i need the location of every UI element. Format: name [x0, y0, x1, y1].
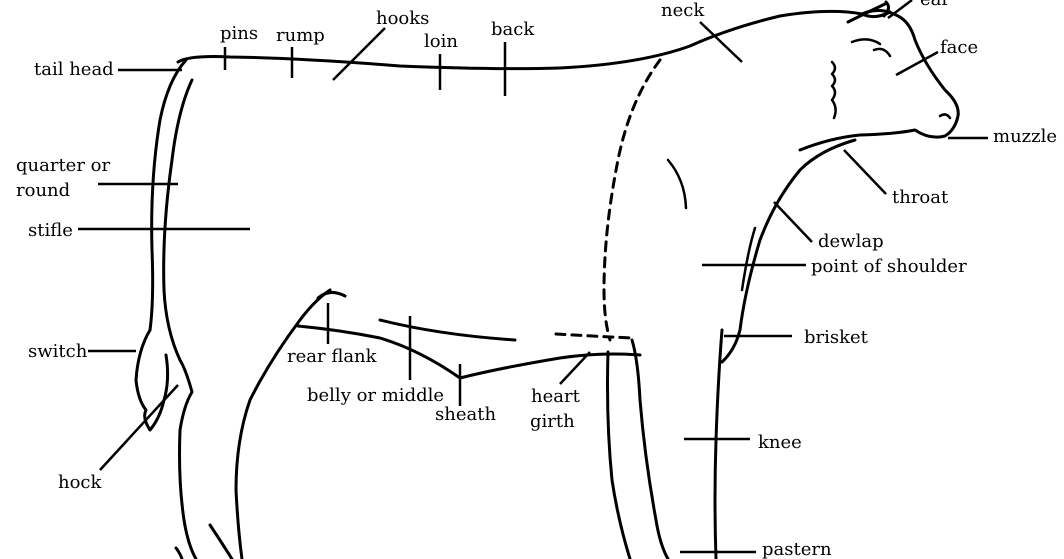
leader-ear: [887, 0, 913, 19]
label-brisket: brisket: [804, 327, 868, 348]
cow-ear: [846, 0, 892, 24]
cow-tail: [134, 328, 170, 432]
cow-head: [798, 9, 960, 152]
cow-hind-leg-front: [208, 523, 234, 559]
label-back: back: [491, 19, 535, 40]
leader-dewlap: [773, 201, 813, 243]
label-belly-or-middle: belly or middle: [307, 385, 445, 406]
label-pastern: pastern: [762, 539, 832, 559]
leader-hock: [99, 384, 179, 471]
leader-hooks: [332, 27, 386, 81]
cow-front-leg-back: [606, 350, 632, 559]
label-rear-flank: rear flank: [287, 346, 377, 367]
label-stifle: stifle: [28, 220, 73, 241]
cow-shoulder-curve: [666, 158, 688, 210]
cow-front-leg-far: [630, 338, 670, 559]
label-rump: rump: [276, 25, 325, 46]
label-neck: neck: [661, 0, 705, 21]
label-round: round: [16, 180, 71, 201]
cow-neck-wrinkles: [830, 60, 837, 120]
label-dewlap: dewlap: [818, 231, 884, 252]
label-point-of-shoulder: point of shoulder: [811, 256, 967, 277]
leader-face: [895, 50, 939, 77]
label-throat: throat: [892, 187, 949, 208]
leader-heart-girth: [559, 351, 591, 385]
cow-rear-flank: [234, 288, 332, 559]
cow-rear-inner: [162, 78, 194, 362]
label-ear: ear: [920, 0, 950, 13]
label-loin: loin: [424, 31, 458, 52]
cow-flank-fold: [316, 291, 347, 300]
label-switch: switch: [28, 341, 88, 362]
label-girth: girth: [530, 411, 575, 432]
label-hock: hock: [58, 472, 102, 493]
label-pins: pins: [220, 23, 259, 44]
cow-hind-leg: [178, 358, 198, 559]
cow-rear-outline: [148, 58, 188, 332]
cow-hind-leg-back: [174, 546, 184, 559]
leader-neck: [699, 21, 743, 63]
label-muzzle: muzzle: [993, 126, 1058, 147]
cow-dewlap-inner: [740, 226, 757, 292]
cow-eye: [850, 38, 892, 58]
cow-topline: [176, 9, 864, 71]
cow-front-leg-near: [713, 328, 724, 559]
label-hooks: hooks: [376, 8, 430, 29]
label-knee: knee: [758, 432, 802, 453]
label-face: face: [940, 37, 979, 58]
cow-heart-girth-base: [554, 332, 634, 340]
leader-throat: [843, 149, 887, 195]
cow-belly-flank: [378, 318, 517, 342]
cow-heart-girth-dashed: [602, 58, 662, 342]
label-tail-head: tail head: [34, 59, 114, 80]
cow-nostril: [938, 113, 952, 120]
label-sheath: sheath: [435, 404, 497, 425]
label-heart: heart: [531, 386, 580, 407]
label-quarter-or: quarter or: [16, 155, 111, 176]
